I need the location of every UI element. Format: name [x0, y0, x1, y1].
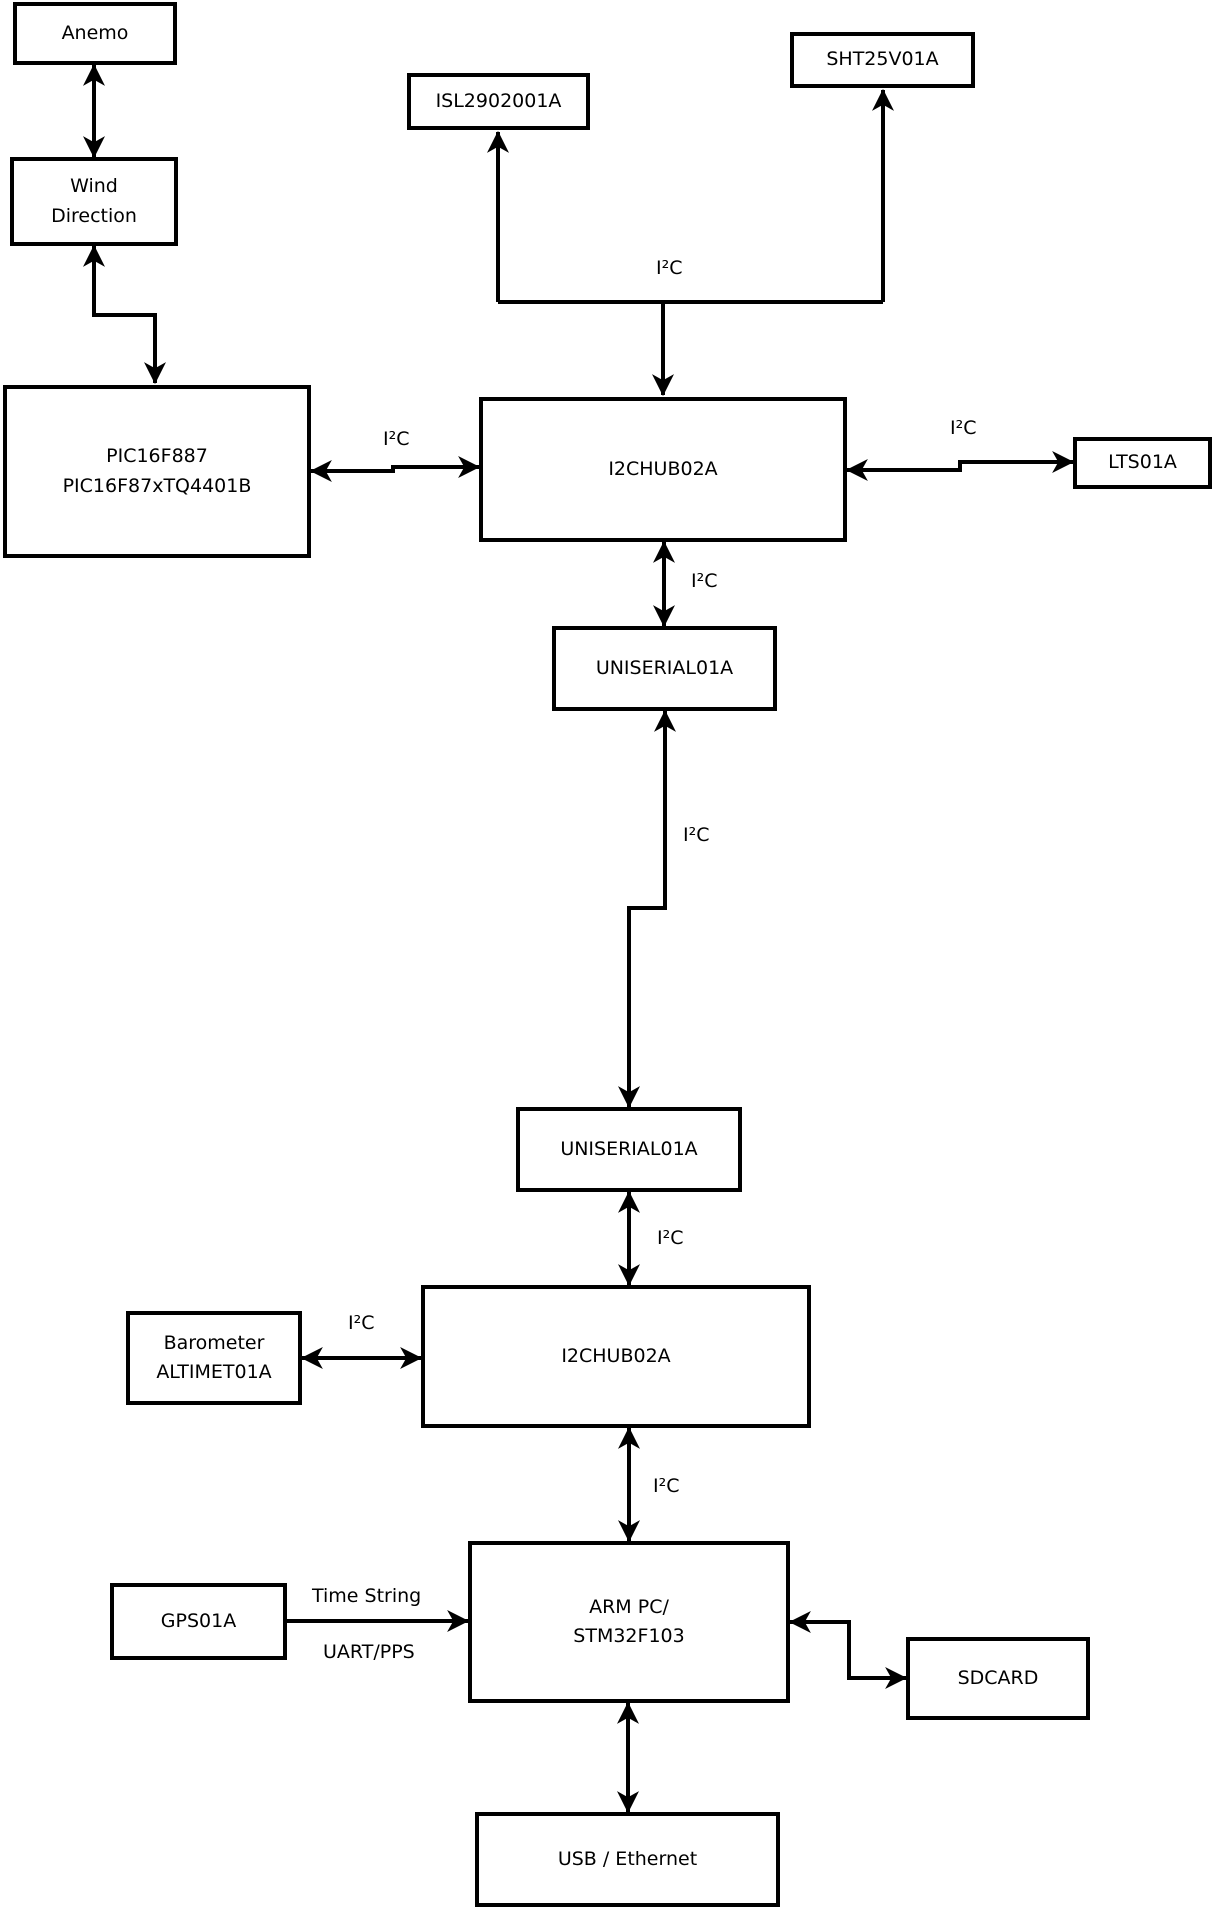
node-anemo: Anemo [13, 2, 177, 65]
edge-label-i2c-hub-uniserial: I²C [691, 570, 718, 592]
node-label: UNISERIAL01A [560, 1137, 698, 1160]
edge-pic-i2chub [309, 456, 481, 482]
node-label: SHT25V01A [826, 48, 939, 71]
node-pic16f887: PIC16F887 PIC16F87xTQ4401B [3, 385, 311, 558]
node-uniserial01a-lower: UNISERIAL01A [516, 1107, 742, 1192]
node-label: PIC16F887 PIC16F87xTQ4401B [62, 445, 252, 497]
node-sdcard: SDCARD [906, 1637, 1090, 1720]
edge-i2chub-lts [845, 451, 1075, 481]
node-isl2902001a: ISL2902001A [407, 73, 590, 130]
node-label: ISL2902001A [435, 89, 562, 112]
edge-winddirection-pic [83, 244, 166, 385]
node-i2chub02a-top: I2CHUB02A [479, 397, 847, 542]
node-label: Barometer ALTIMET01A [156, 1331, 272, 1383]
node-label: Anemo [61, 21, 129, 44]
edge-label-i2c-sensors: I²C [656, 257, 683, 279]
node-sht25v01a: SHT25V01A [790, 32, 975, 88]
node-label: UNISERIAL01A [595, 656, 734, 679]
node-label: I2CHUB02A [561, 1344, 671, 1367]
node-label: GPS01A [160, 1609, 237, 1632]
edge-label-i2c-barometer: I²C [348, 1312, 375, 1334]
edge-uniserial-uniserial [618, 709, 676, 1109]
node-barometer-altimet01a: Barometer ALTIMET01A [126, 1311, 302, 1405]
node-uniserial01a-upper: UNISERIAL01A [552, 626, 777, 711]
edge-label-i2c-hub2-arm: I²C [653, 1475, 680, 1497]
edge-label-i2c-uniserial-link: I²C [683, 824, 710, 846]
node-gps01a: GPS01A [110, 1583, 287, 1660]
node-label: Wind Direction [51, 175, 137, 227]
node-label: ARM PC/ STM32F103 [573, 1595, 685, 1647]
node-wind-direction: Wind Direction [10, 157, 178, 246]
node-usb-ethernet: USB / Ethernet [475, 1812, 780, 1907]
node-i2chub02a-bottom: I2CHUB02A [421, 1285, 811, 1428]
edge-label-i2c-pic-hub: I²C [383, 428, 410, 450]
node-label: LTS01A [1108, 451, 1177, 474]
node-label: I2CHUB02A [608, 457, 718, 480]
edge-label-i2c-uniserial-hub2: I²C [657, 1227, 684, 1249]
edge-label-i2c-hub-lts: I²C [950, 417, 977, 439]
node-label: USB / Ethernet [557, 1847, 698, 1870]
edge-label-time-string: Time String [312, 1585, 422, 1607]
node-label: SDCARD [957, 1666, 1039, 1689]
edge-armpc-sdcard [788, 1611, 908, 1689]
edge-label-uart-pps: UART/PPS [323, 1641, 415, 1663]
node-arm-pc-stm32f103: ARM PC/ STM32F103 [468, 1541, 790, 1703]
node-lts01a: LTS01A [1073, 437, 1212, 489]
